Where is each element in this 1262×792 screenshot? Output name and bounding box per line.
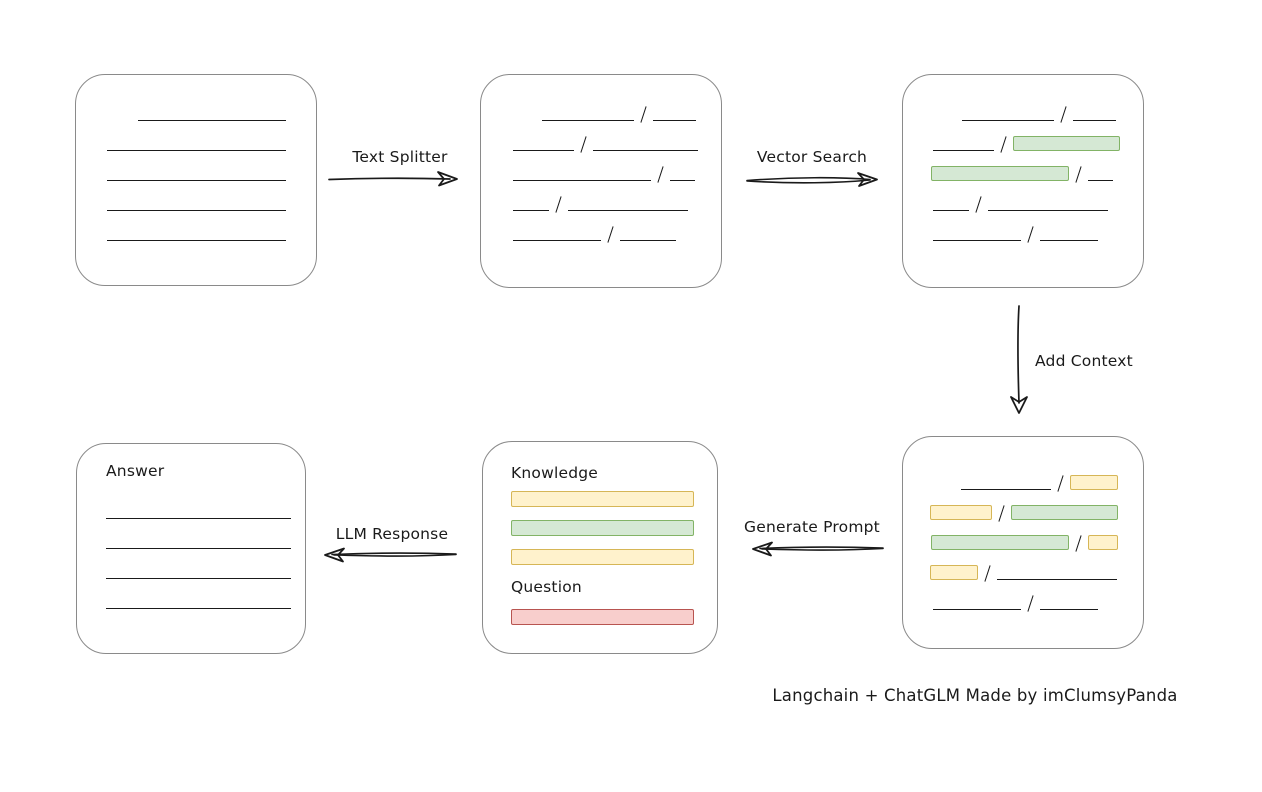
text-line xyxy=(106,518,291,519)
llm-response-label: LLM Response xyxy=(335,525,449,543)
green-highlight-bar xyxy=(1013,136,1120,151)
text-line xyxy=(107,210,286,211)
placeholder-text-row xyxy=(77,489,305,519)
text-line xyxy=(1088,180,1113,181)
text-line xyxy=(670,180,695,181)
text-splitter-arrow-icon xyxy=(328,171,458,187)
yellow-highlight-bar xyxy=(930,565,978,580)
placeholder-text-row xyxy=(903,490,1143,522)
yellow-highlight-bar xyxy=(1070,475,1118,490)
text-line xyxy=(138,120,286,121)
green-highlight-bar xyxy=(511,520,694,536)
placeholder-text-row xyxy=(481,211,721,243)
yellow-highlight-bar xyxy=(1088,535,1118,550)
placeholder-text-row xyxy=(77,579,305,609)
add-context-label: Add Context xyxy=(1035,352,1133,370)
placeholder-text-row xyxy=(76,91,316,121)
placeholder-text-row xyxy=(903,550,1143,582)
placeholder-text-row xyxy=(76,181,316,211)
slash-separator xyxy=(1027,226,1034,243)
placeholder-text-row xyxy=(903,580,1143,612)
text-line xyxy=(961,489,1051,490)
placeholder-text-row xyxy=(481,181,721,213)
text-line xyxy=(513,240,601,241)
placeholder-text-row xyxy=(903,181,1143,213)
text-line xyxy=(988,210,1108,211)
answer-label: Answer xyxy=(106,462,165,480)
text-line xyxy=(107,150,286,151)
green-highlight-bar xyxy=(931,535,1069,550)
text-line xyxy=(107,240,286,241)
text-line xyxy=(513,180,651,181)
text-line xyxy=(106,578,291,579)
placeholder-text-row xyxy=(76,151,316,181)
yellow-highlight-bar xyxy=(511,549,694,565)
placeholder-text-row xyxy=(903,520,1143,552)
yellow-highlight-bar xyxy=(930,505,992,520)
text-line xyxy=(593,150,698,151)
text-line xyxy=(106,608,291,609)
text-line xyxy=(107,180,286,181)
placeholder-text-row xyxy=(903,151,1143,183)
text-line xyxy=(653,120,696,121)
llm-response-arrow-icon xyxy=(324,547,457,563)
text-line xyxy=(933,150,994,151)
document-box xyxy=(75,74,317,286)
red-highlight-bar xyxy=(511,609,694,625)
slash-separator xyxy=(1027,595,1034,612)
placeholder-text-row xyxy=(77,549,305,579)
context-lines xyxy=(903,437,1143,612)
vector-result-lines xyxy=(903,75,1143,243)
generate-prompt-label: Generate Prompt xyxy=(744,518,880,536)
split-text-box xyxy=(480,74,722,288)
answer-box: Answer xyxy=(76,443,306,654)
text-line xyxy=(933,609,1021,610)
placeholder-text-row xyxy=(76,211,316,241)
text-line xyxy=(568,210,688,211)
placeholder-text-row xyxy=(481,121,721,153)
vector-search-result-box xyxy=(902,74,1144,288)
placeholder-text-row xyxy=(481,91,721,123)
text-splitter-label: Text Splitter xyxy=(352,148,448,166)
vector-search-arrow-icon xyxy=(746,172,878,187)
text-line xyxy=(1073,120,1116,121)
text-line xyxy=(933,210,969,211)
green-highlight-bar xyxy=(931,166,1069,181)
diagram-caption: Langchain + ChatGLM Made by imClumsyPand… xyxy=(772,686,1178,705)
document-lines xyxy=(76,75,316,241)
placeholder-text-row xyxy=(76,121,316,151)
text-line xyxy=(106,548,291,549)
split-text-lines xyxy=(481,75,721,243)
text-line xyxy=(513,210,549,211)
generate-prompt-arrow-icon xyxy=(752,541,884,557)
knowledge-label: Knowledge xyxy=(511,464,599,482)
add-context-arrow-icon xyxy=(1010,305,1028,414)
placeholder-text-row xyxy=(481,151,721,183)
text-line xyxy=(513,150,574,151)
slash-separator xyxy=(607,226,614,243)
text-line xyxy=(1040,609,1098,610)
placeholder-text-row xyxy=(903,121,1143,153)
placeholder-text-row xyxy=(903,211,1143,243)
green-highlight-bar xyxy=(1011,505,1118,520)
text-line xyxy=(1040,240,1098,241)
vector-search-label: Vector Search xyxy=(756,148,868,166)
placeholder-text-row xyxy=(77,519,305,549)
placeholder-text-row xyxy=(903,91,1143,123)
text-line xyxy=(933,240,1021,241)
text-line xyxy=(620,240,676,241)
question-label: Question xyxy=(511,578,582,596)
answer-lines xyxy=(77,484,305,609)
context-box xyxy=(902,436,1144,649)
placeholder-text-row xyxy=(903,460,1143,492)
text-line xyxy=(542,120,634,121)
text-line xyxy=(997,579,1117,580)
text-line xyxy=(962,120,1054,121)
yellow-highlight-bar xyxy=(511,491,694,507)
